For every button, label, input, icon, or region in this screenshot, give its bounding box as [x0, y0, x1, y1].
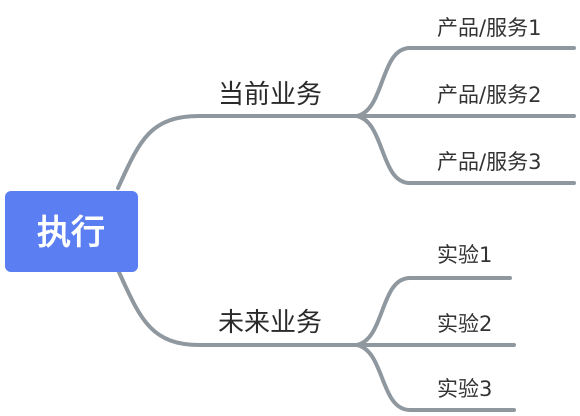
branch-label-future-business: 未来业务	[218, 308, 322, 338]
connector-root-to-current	[116, 114, 359, 190]
leaf-label-product-service-3: 产品/服务3	[437, 150, 541, 174]
leaf-label-product-service-2: 产品/服务2	[437, 83, 541, 107]
leaf-label-product-service-1: 产品/服务1	[437, 16, 541, 40]
root-node-label: 执行	[37, 213, 105, 253]
connector-root-to-future	[116, 268, 359, 347]
branch-label-current-business: 当前业务	[218, 80, 322, 110]
connector-current-to-leaf-1	[355, 46, 576, 118]
leaf-label-experiment-1: 实验1	[437, 243, 492, 267]
connector-current-to-leaf-3	[355, 114, 576, 185]
connector-future-to-leaf-3	[355, 343, 516, 412]
connector-future-to-leaf-1	[355, 276, 512, 347]
root-node: 执行	[5, 191, 138, 272]
leaf-label-experiment-2: 实验2	[437, 312, 492, 336]
root-node-box	[5, 191, 138, 272]
leaf-label-experiment-3: 实验3	[437, 377, 492, 401]
